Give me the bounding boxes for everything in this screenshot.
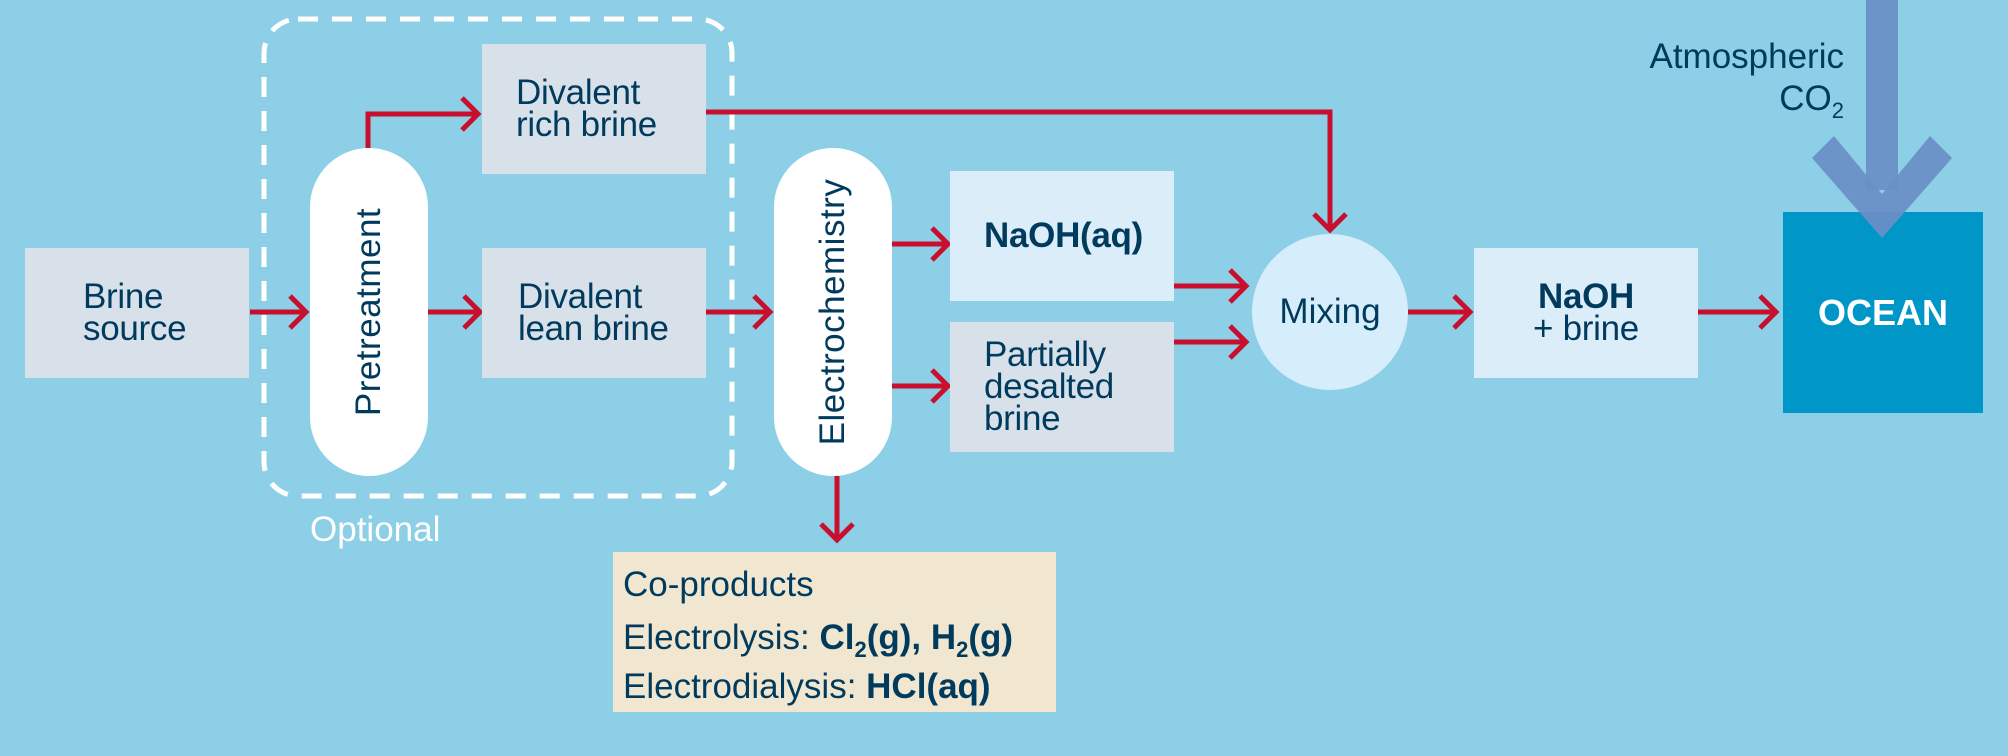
arrow-rich-to-mixing xyxy=(706,109,1333,230)
arrowhead xyxy=(460,96,482,132)
arrowhead xyxy=(462,294,484,330)
desalted-line2: desalted xyxy=(984,367,1114,406)
brine-source-line2: source xyxy=(83,309,187,348)
divalent-lean-line2: lean brine xyxy=(518,309,669,348)
atmospheric-line1: Atmospheric xyxy=(1649,37,1844,76)
coproducts-electrodialysis: Electrodialysis: HCl(aq) xyxy=(623,667,991,706)
divalent-lean-line1: Divalent xyxy=(518,277,643,316)
coproducts-title: Co-products xyxy=(623,565,814,604)
arrowhead xyxy=(930,226,952,262)
atmospheric-co2-label: Atmospheric CO2 xyxy=(1649,36,1844,124)
co2-line: CO2 xyxy=(1779,79,1844,123)
co2-arrow-icon xyxy=(1812,0,1952,238)
arrowhead xyxy=(930,368,952,404)
desalted-line1: Partially xyxy=(984,335,1106,374)
naoh-brine-line2: + brine xyxy=(1533,309,1639,348)
arrowhead xyxy=(1312,212,1348,234)
node-ocean: OCEAN xyxy=(1783,212,1983,413)
optional-label: Optional xyxy=(310,510,441,549)
node-electrochemistry: Electrochemistry xyxy=(774,148,892,476)
optional-boundary xyxy=(261,16,735,499)
naoh-brine-line1: NaOH xyxy=(1537,277,1635,316)
node-ocean-label: OCEAN xyxy=(1817,291,1948,333)
desalted-line3: brine xyxy=(984,399,1061,438)
node-mixing: Mixing xyxy=(1252,234,1408,390)
node-naoh-plus-brine: NaOH + brine xyxy=(1474,248,1698,378)
arrow-pretreatment-to-rich xyxy=(365,111,478,148)
electrochemistry-label: Electrochemistry xyxy=(813,178,852,446)
arrowhead xyxy=(288,294,310,330)
arrowhead xyxy=(752,294,774,330)
node-brine-source: Brine source xyxy=(25,248,249,378)
divalent-rich-line2: rich brine xyxy=(516,105,657,144)
brine-source-line1: Brine xyxy=(83,277,164,316)
arrowhead xyxy=(1228,268,1250,304)
node-naoh-aq: NaOH(aq) xyxy=(950,171,1174,301)
mixing-label: Mixing xyxy=(1279,292,1381,331)
coproducts-box: Co-products Electrolysis: Cl2(g), H2(g) … xyxy=(613,552,1056,712)
naoh-aq-label: NaOH(aq) xyxy=(984,216,1143,255)
coproducts-electrolysis: Electrolysis: Cl2(g), H2(g) xyxy=(623,618,1014,662)
pretreatment-label: Pretreatment xyxy=(349,207,388,417)
arrowhead xyxy=(1758,294,1780,330)
node-divalent-lean-brine: Divalent lean brine xyxy=(482,248,706,378)
arrowhead xyxy=(1452,294,1474,330)
arrowhead xyxy=(1228,324,1250,360)
divalent-rich-line1: Divalent xyxy=(516,73,641,112)
node-partially-desalted-brine: Partially desalted brine xyxy=(950,322,1174,452)
arrowhead xyxy=(819,522,855,544)
node-divalent-rich-brine: Divalent rich brine xyxy=(482,44,706,174)
node-pretreatment: Pretreatment xyxy=(310,148,428,476)
